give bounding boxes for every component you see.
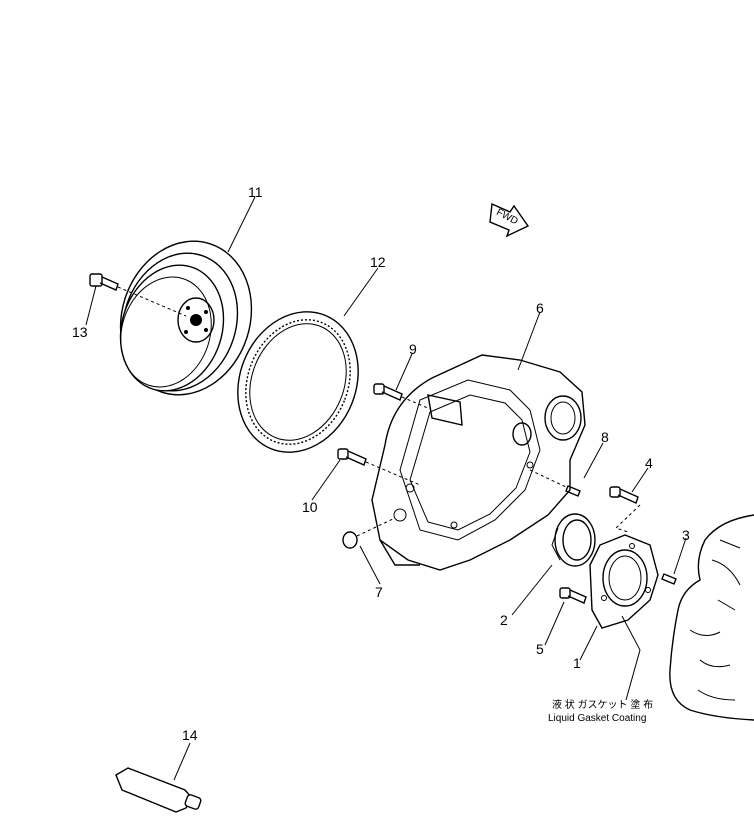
callout-12: 12 [370, 254, 386, 270]
callout-14: 14 [182, 727, 198, 743]
callout-1: 1 [573, 655, 581, 671]
engine-block-outline [669, 514, 754, 721]
seal-bolt-lower [559, 587, 587, 604]
seal-bolt-upper [609, 486, 639, 504]
plug [342, 517, 396, 549]
callout-9: 9 [409, 341, 417, 357]
gasket-note: 液 状 ガスケット 塗 布 Liquid Gasket Coating [548, 698, 653, 724]
callout-5: 5 [536, 641, 544, 657]
flywheel-housing [371, 354, 586, 571]
oil-seal [551, 513, 596, 567]
flywheel [119, 240, 253, 396]
housing-bolt-lower [337, 448, 421, 486]
seal-housing [589, 534, 659, 629]
fwd-arrow-icon: FWD [489, 202, 530, 238]
callout-labels: 1 2 3 4 5 6 7 8 9 10 11 12 13 14 [72, 184, 690, 743]
callout-6: 6 [536, 300, 544, 316]
callout-8: 8 [601, 429, 609, 445]
seal-pin [661, 573, 677, 585]
ring-gear [237, 311, 359, 453]
callout-13: 13 [72, 324, 88, 340]
note-english: Liquid Gasket Coating [548, 713, 646, 724]
callout-10: 10 [302, 499, 318, 515]
gasket-tube [115, 767, 202, 813]
dowel-pin [529, 469, 581, 497]
callout-3: 3 [682, 527, 690, 543]
leader-lines [85, 196, 687, 781]
callout-7: 7 [375, 584, 383, 600]
housing-bolt-upper [373, 383, 431, 410]
callout-4: 4 [645, 455, 653, 471]
callout-2: 2 [500, 612, 508, 628]
note-japanese: 液 状 ガスケット 塗 布 [552, 698, 653, 711]
callout-11: 11 [248, 184, 263, 200]
fwd-label: FWD [494, 207, 519, 227]
